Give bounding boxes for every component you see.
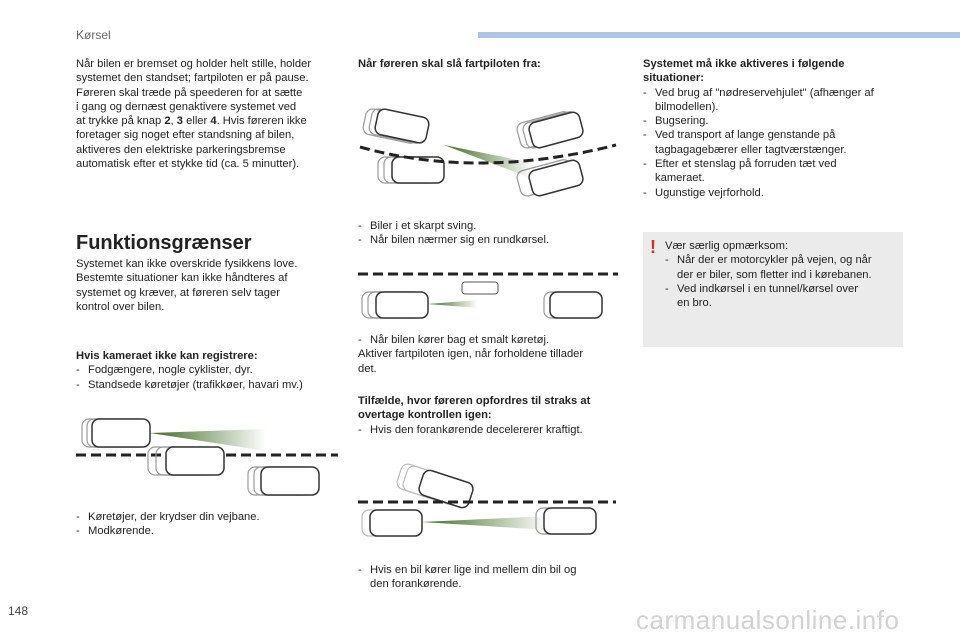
warning-exclamation-icon: !	[650, 237, 656, 257]
cut-in-list: -Hvis en bil kører lige ind mellem din b…	[358, 564, 577, 591]
limits-paragraph: Systemet kan ikke overskride fysikkens l…	[76, 258, 298, 313]
page-number: 148	[8, 604, 29, 618]
section-heading: Funktionsgrænser	[76, 232, 252, 254]
motorcycle-icon	[461, 281, 499, 295]
narrow-vehicle-text: -Når bilen kører bag et smalt køretøj. A…	[358, 334, 584, 375]
section-title: Kørsel	[76, 28, 111, 42]
watermark: carmanualsonline.info	[636, 605, 900, 635]
curve-list: -Biler i et skarpt sving. -Når bilen nær…	[358, 220, 550, 247]
crossing-list: -Køretøjer, der krydser din vejbane. -Mo…	[76, 511, 260, 538]
header-bar	[478, 32, 960, 38]
cut-in-illustration	[358, 463, 616, 537]
stopped-vehicles-illustration	[76, 418, 338, 496]
sharp-curve-illustration	[359, 108, 617, 197]
warning-note: ! Vær særlig opmærksom: -Når der er moto…	[643, 232, 903, 347]
not-activate-list: Systemet må ikke aktiveres i følgende si…	[643, 58, 874, 199]
camera-list: Hvis kameraet ikke kan registrere: -Fodg…	[76, 350, 303, 391]
intro-paragraph: Når bilen er bremset og holder helt stil…	[76, 58, 312, 171]
narrow-vehicle-illustration	[358, 272, 618, 319]
takeover-list: Tilfælde, hvor føreren opfordres til str…	[358, 395, 591, 436]
deactivate-title: Når føreren skal slå fartpiloten fra:	[358, 58, 541, 70]
